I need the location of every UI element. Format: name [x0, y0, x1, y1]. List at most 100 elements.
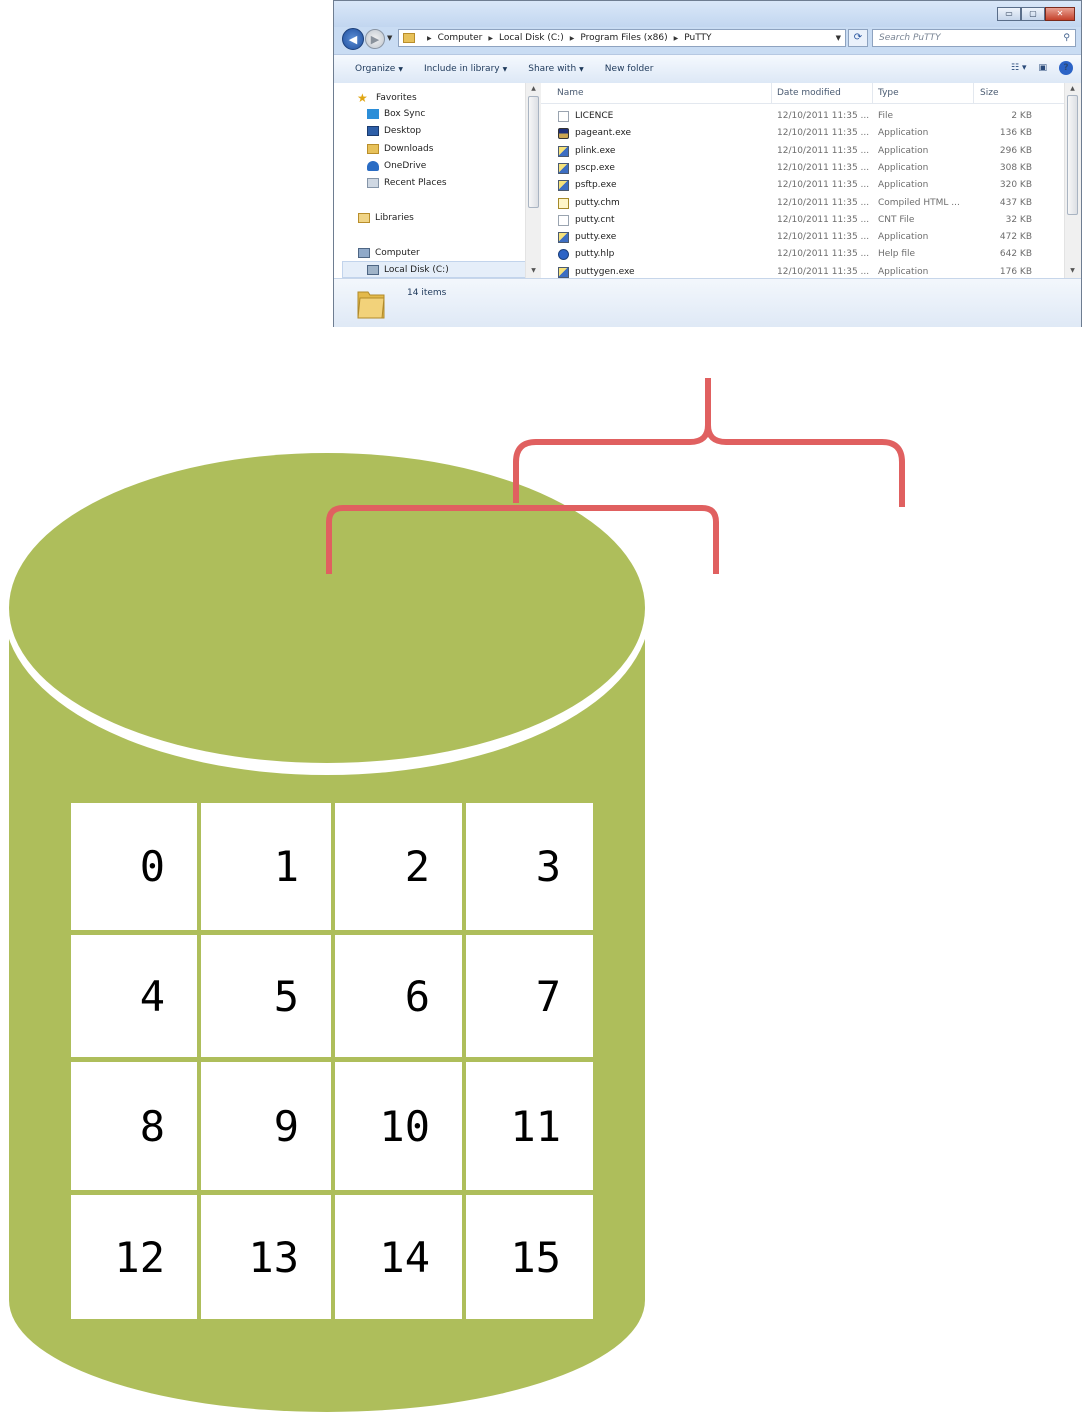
back-button[interactable]: ◀: [342, 28, 364, 50]
file-type: Application: [878, 232, 929, 243]
caret-down-icon: ▼: [398, 66, 403, 73]
computer-icon: [358, 248, 370, 258]
file-size: 136 KB: [999, 128, 1032, 139]
file-date: 12/10/2011 11:35 ...: [777, 162, 870, 173]
column-header-size[interactable]: Size: [980, 88, 999, 98]
refresh-button[interactable]: ⟳: [848, 29, 868, 47]
chevron-down-icon[interactable]: ▼: [835, 34, 841, 42]
search-placeholder: Search PuTTY: [879, 33, 941, 43]
downloads-folder-icon: [367, 144, 379, 154]
block-cell: 11: [466, 1062, 593, 1190]
block-cell: 2: [335, 803, 462, 930]
column-divider[interactable]: [872, 83, 873, 103]
view-options-icon[interactable]: ☷ ▾: [1011, 63, 1027, 73]
file-type: Application: [878, 162, 929, 173]
block-cell: 0: [71, 803, 197, 930]
file-type: Compiled HTML ...: [878, 197, 960, 208]
nav-item-libraries[interactable]: Libraries: [358, 213, 414, 223]
include-in-library-button[interactable]: Include in library▼: [424, 64, 507, 74]
nav-item-favorites[interactable]: ★ Favorites: [357, 92, 417, 104]
nav-label: Computer: [375, 248, 420, 258]
block-cell: 9: [201, 1062, 331, 1190]
column-header-date[interactable]: Date modified: [777, 88, 841, 98]
cloud-icon: [367, 161, 379, 171]
file-list-scrollbar[interactable]: ▲ ▼: [1064, 83, 1081, 278]
application-icon: [558, 180, 569, 192]
breadcrumb-item-computer[interactable]: Computer: [437, 33, 483, 43]
caption-buttons: ▭ ▢ ✕: [997, 7, 1075, 21]
block-cell: 8: [71, 1062, 197, 1190]
help-icon[interactable]: ?: [1059, 61, 1073, 75]
maximize-button[interactable]: ▢: [1021, 7, 1045, 21]
search-input[interactable]: Search PuTTY ⚲: [872, 29, 1076, 47]
block-cell: 3: [466, 803, 593, 930]
file-name: puttygen.exe: [575, 266, 635, 277]
nav-item-computer[interactable]: Computer: [358, 248, 420, 258]
breadcrumb-item-local-disk[interactable]: Local Disk (C:): [499, 33, 564, 43]
search-icon[interactable]: ⚲: [1063, 33, 1070, 43]
recent-pages-dropdown[interactable]: ▼: [387, 34, 393, 42]
nav-item-recent-places[interactable]: Recent Places: [367, 178, 447, 188]
forward-button[interactable]: ▶: [365, 29, 385, 49]
column-divider[interactable]: [973, 83, 974, 103]
file-row[interactable]: puttygen.exe 12/10/2011 11:35 ... Applicat…: [541, 264, 1064, 278]
pageant-icon: [558, 128, 569, 140]
file-date: 12/10/2011 11:35 ...: [777, 197, 870, 208]
address-row: ◀ ▶ ▼ ▶ Computer ▶ Local Disk (C:) ▶ Pro…: [334, 25, 1081, 53]
nav-pane-scrollbar[interactable]: ▲ ▼: [525, 83, 541, 278]
column-header-name[interactable]: Name: [557, 88, 584, 98]
scrollbar-thumb[interactable]: [1067, 95, 1078, 215]
breadcrumb-item-putty[interactable]: PuTTY: [684, 33, 712, 43]
nav-item-local-disk[interactable]: Local Disk (C:): [367, 265, 449, 275]
file-row[interactable]: putty.exe 12/10/2011 11:35 ... Application…: [541, 229, 1064, 246]
application-icon: [558, 162, 569, 174]
preview-pane-icon[interactable]: ▣: [1038, 63, 1047, 73]
nav-item-desktop[interactable]: Desktop: [367, 126, 421, 136]
nav-item-downloads[interactable]: Downloads: [367, 144, 433, 154]
breadcrumb-item-program-files[interactable]: Program Files (x86): [580, 33, 668, 43]
scroll-down-icon[interactable]: ▼: [1070, 267, 1075, 274]
scroll-up-icon[interactable]: ▲: [1070, 85, 1075, 92]
new-folder-button[interactable]: New folder: [604, 64, 654, 74]
address-bar[interactable]: ▶ Computer ▶ Local Disk (C:) ▶ Program F…: [398, 29, 846, 47]
column-header-type[interactable]: Type: [878, 88, 899, 98]
scroll-down-icon[interactable]: ▼: [531, 267, 536, 274]
application-icon: [558, 145, 569, 157]
column-divider[interactable]: [771, 83, 772, 103]
file-date: 12/10/2011 11:35 ...: [777, 145, 870, 156]
nav-item-onedrive[interactable]: OneDrive: [367, 161, 426, 171]
nav-item-box-sync[interactable]: Box Sync: [367, 109, 425, 119]
chevron-right-icon: ▶: [488, 34, 493, 42]
share-with-button[interactable]: Share with▼: [528, 64, 584, 74]
application-icon: [558, 232, 569, 244]
file-icon: [558, 111, 569, 122]
file-date: 12/10/2011 11:35 ...: [777, 232, 870, 243]
file-type: Application: [878, 266, 929, 277]
file-date: 12/10/2011 11:35 ...: [777, 266, 870, 277]
scroll-up-icon[interactable]: ▲: [531, 85, 536, 92]
organize-button[interactable]: Organize▼: [355, 64, 403, 74]
inner-brace: [326, 505, 719, 574]
close-button[interactable]: ✕: [1045, 7, 1075, 21]
scrollbar-thumb[interactable]: [528, 96, 539, 208]
file-size: 308 KB: [999, 162, 1032, 173]
nav-label: Downloads: [384, 144, 434, 154]
star-icon: ★: [357, 91, 368, 105]
chm-help-icon: [558, 197, 569, 209]
nav-label: Desktop: [384, 126, 422, 136]
command-bar: Organize▼ Include in library▼ Share with…: [334, 54, 1081, 84]
folder-icon: [357, 291, 385, 319]
organize-label: Organize: [355, 64, 396, 74]
minimize-button[interactable]: ▭: [997, 7, 1021, 21]
file-name: putty.exe: [575, 232, 617, 243]
nav-label: Libraries: [375, 213, 414, 223]
